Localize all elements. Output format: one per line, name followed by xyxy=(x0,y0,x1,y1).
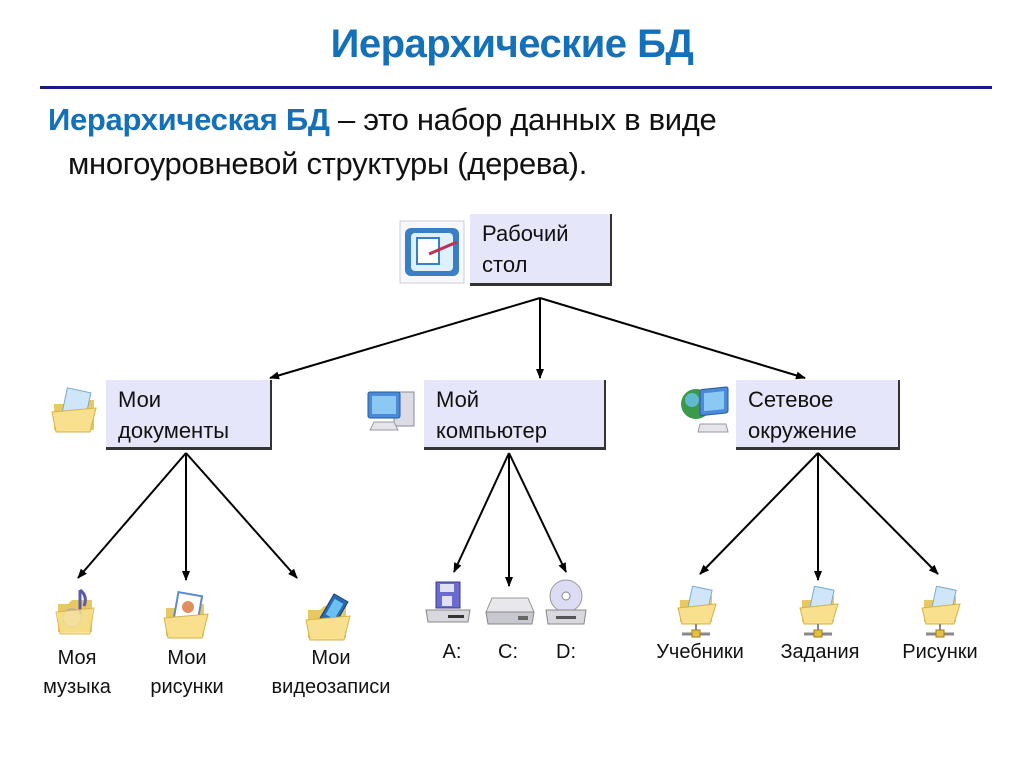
node-my-documents-label-1: Мои xyxy=(118,387,162,412)
edge-root-documents xyxy=(269,297,541,380)
node-my-documents-label-2: документы xyxy=(118,418,230,443)
slide-title: Иерархические БД xyxy=(330,22,694,66)
leaf-my-music-label-2: музыка xyxy=(43,676,111,698)
node-my-computer-label-1: Мой xyxy=(436,387,480,412)
leaf-my-music-label-1: Моя xyxy=(57,647,97,669)
floppy-drive-icon[interactable] xyxy=(424,580,472,628)
leaf-my-pictures[interactable]: Мои рисунки xyxy=(130,644,244,702)
edge-root-network xyxy=(539,297,806,380)
edge-computer-a xyxy=(453,452,510,573)
music-folder-icon[interactable] xyxy=(54,588,98,638)
edge-documents-video xyxy=(185,452,298,579)
leaf-drive-a[interactable]: A: xyxy=(442,641,462,663)
leaf-my-pictures-label-2: рисунки xyxy=(150,676,224,698)
edge-documents-music xyxy=(77,452,187,579)
node-my-computer-label-2: компьютер xyxy=(436,418,547,443)
leaf-textbooks[interactable]: Учебники xyxy=(656,641,744,663)
node-network-places-label-1: Сетевое xyxy=(748,387,834,412)
cd-drive-icon[interactable] xyxy=(542,578,590,630)
network-places-icon[interactable] xyxy=(678,384,734,438)
edge-network-textbooks xyxy=(699,452,819,575)
node-my-computer[interactable]: Мой компьютер xyxy=(424,380,606,450)
leaf-tasks[interactable]: Задания xyxy=(780,641,860,663)
leaf-drive-d[interactable]: D: xyxy=(556,641,576,663)
node-network-places-label-2: окружение xyxy=(748,418,857,443)
definition-text-2: многоуровневой структуры (дерева). xyxy=(68,146,588,181)
edge-computer-d xyxy=(508,452,567,573)
network-folder-icon[interactable] xyxy=(920,586,964,640)
definition: Иерархическая БД – это набор данных в ви… xyxy=(48,98,717,186)
desktop-icon[interactable] xyxy=(399,220,465,284)
video-folder-icon[interactable] xyxy=(304,592,356,642)
leaf-my-videos-label-1: Мои xyxy=(311,647,351,669)
node-network-places[interactable]: Сетевое окружение xyxy=(736,380,900,450)
my-documents-folder-icon[interactable] xyxy=(50,386,102,438)
leaf-drive-c[interactable]: C: xyxy=(498,641,518,663)
node-desktop-label-1: Рабочий xyxy=(482,221,569,246)
leaf-my-pictures-label-1: Мои xyxy=(167,647,207,669)
node-my-documents[interactable]: Мои документы xyxy=(106,380,272,450)
definition-term: Иерархическая БД xyxy=(48,102,330,137)
leaf-my-music[interactable]: Моя музыка xyxy=(20,644,134,702)
leaf-my-videos[interactable]: Мои видеозаписи xyxy=(258,644,404,702)
node-desktop[interactable]: Рабочий стол xyxy=(470,214,612,286)
network-folder-icon[interactable] xyxy=(676,586,720,640)
node-desktop-label-2: стол xyxy=(482,252,528,277)
network-folder-icon[interactable] xyxy=(798,586,842,640)
definition-text-1: – это набор данных в виде xyxy=(329,102,717,137)
leaf-pictures-network[interactable]: Рисунки xyxy=(902,641,978,663)
my-computer-icon[interactable] xyxy=(364,386,420,438)
title-divider xyxy=(40,86,992,89)
pictures-folder-icon[interactable] xyxy=(162,590,212,640)
leaf-my-videos-label-2: видеозаписи xyxy=(271,676,391,698)
edge-network-pictures xyxy=(817,452,939,575)
hard-drive-icon[interactable] xyxy=(484,594,536,630)
